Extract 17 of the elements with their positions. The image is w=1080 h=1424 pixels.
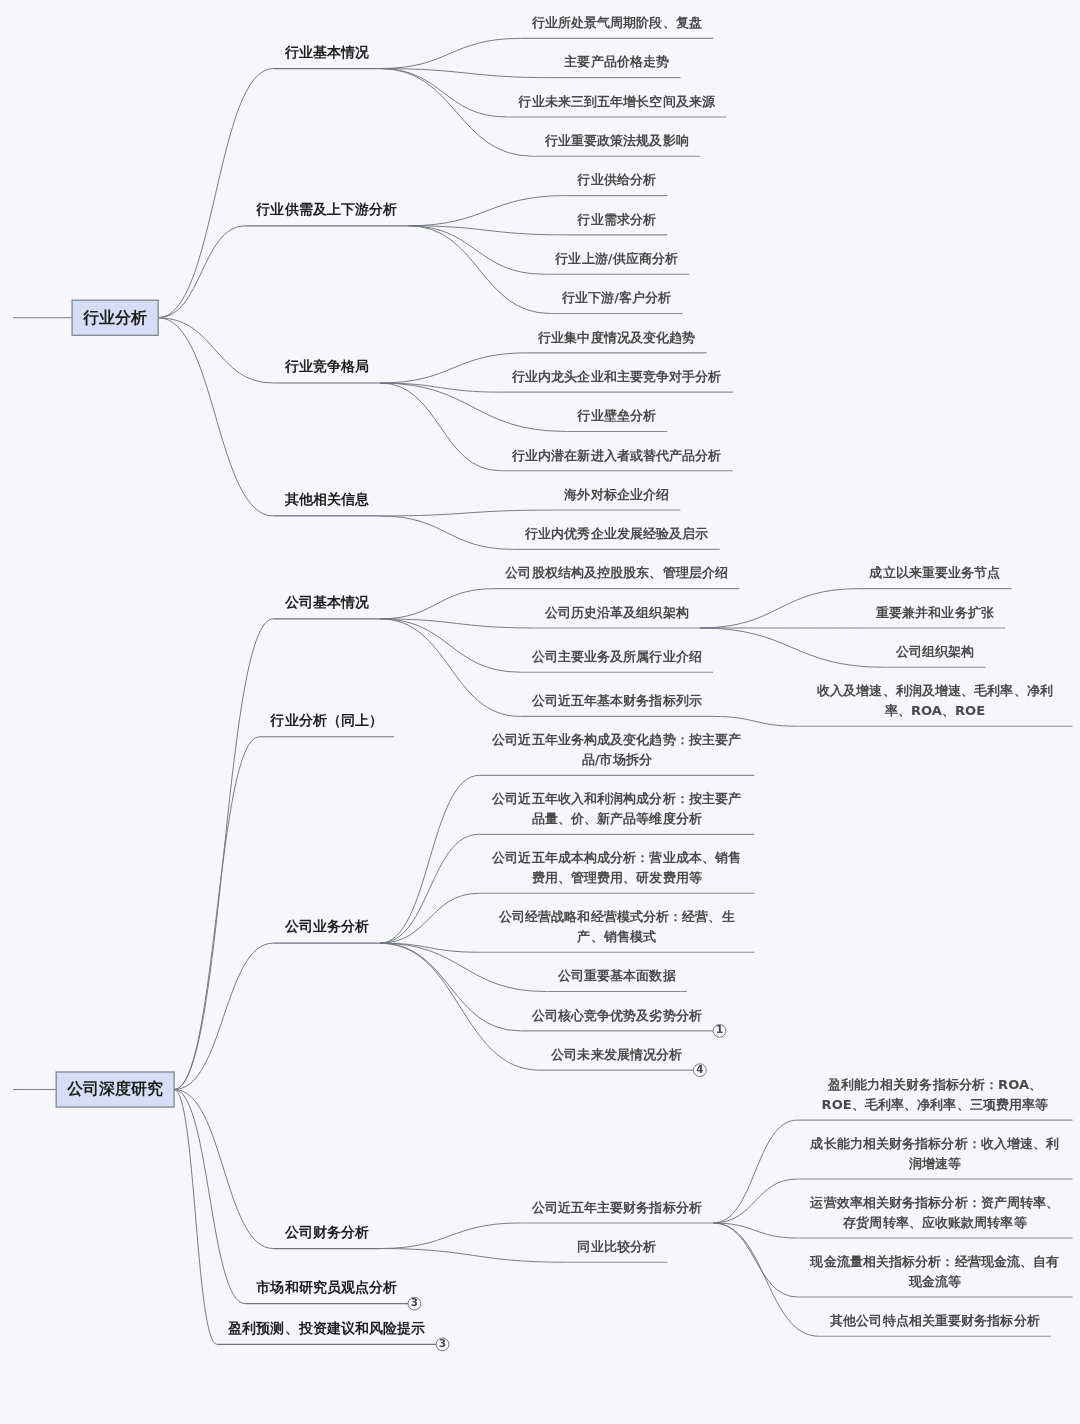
branch-line <box>712 1222 820 1337</box>
central-topic: 行业分析 <box>71 299 159 336</box>
count-badge: 3 <box>435 1337 450 1352</box>
branch-line <box>379 942 541 1071</box>
branch-line <box>12 1089 57 1090</box>
branch-line <box>379 68 534 157</box>
branch-line <box>379 515 515 550</box>
count-badge: 4 <box>693 1063 707 1078</box>
branch-line <box>379 618 521 717</box>
branch-line <box>12 317 73 319</box>
branch-line <box>379 1248 567 1263</box>
branch-line <box>699 627 885 668</box>
count-badge: 3 <box>407 1296 422 1311</box>
central-topic: 公司深度研究 <box>55 1071 175 1108</box>
count-badge: 1 <box>712 1024 727 1038</box>
branch-line <box>379 382 502 472</box>
branch-line <box>712 715 798 727</box>
